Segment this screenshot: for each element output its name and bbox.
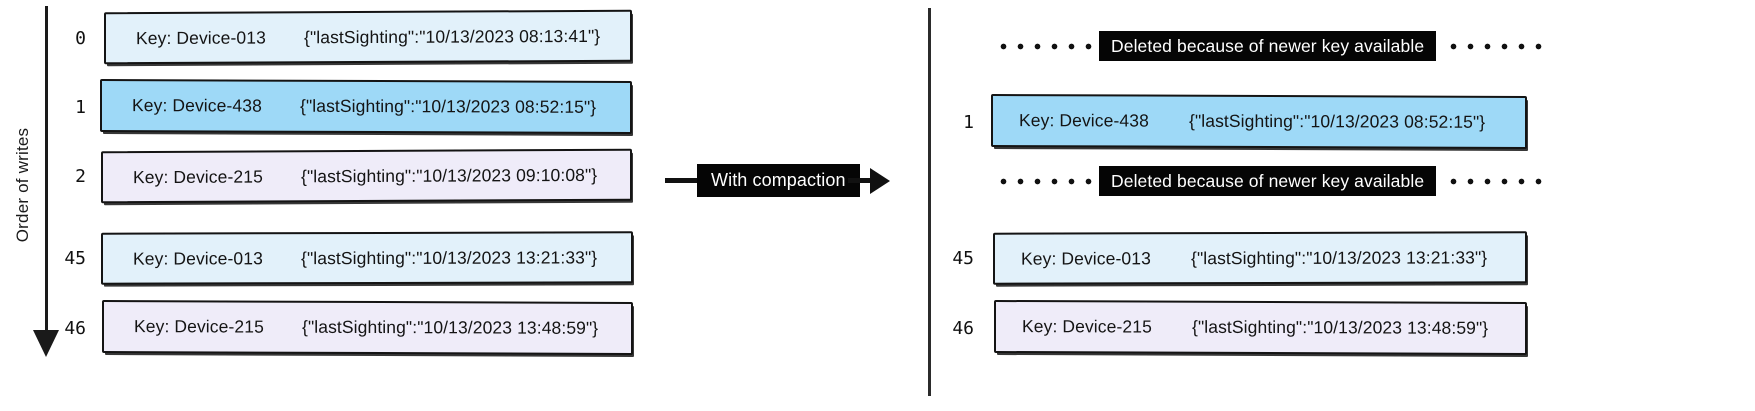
- record-box: Key: Device-013 {"lastSighting":"10/13/2…: [104, 9, 632, 65]
- deleted-leader-dots-right: [1445, 43, 1550, 50]
- record-box: Key: Device-438 {"lastSighting":"10/13/2…: [991, 93, 1527, 150]
- row-index-label: 0: [75, 28, 86, 49]
- record-value: {"lastSighting":"10/13/2023 13:21:33"}: [1191, 246, 1488, 268]
- deleted-leader-dots-left: [995, 178, 1105, 185]
- deleted-leader-dots-right: [1445, 178, 1550, 185]
- row-index-label: 45: [64, 248, 86, 269]
- with-compaction-label: With compaction: [697, 164, 860, 197]
- order-of-writes-label: Order of writes: [13, 127, 32, 243]
- record-value: {"lastSighting":"10/13/2023 13:48:59"}: [1192, 316, 1489, 338]
- row-index-label: 46: [952, 318, 974, 339]
- compaction-arrow-shaft-right: [848, 178, 884, 183]
- record-key: Key: Device-013: [133, 247, 263, 269]
- row-index-label: 1: [75, 97, 86, 118]
- deleted-note-label: Deleted because of newer key available: [1099, 31, 1437, 61]
- right-arrow-icon: [870, 168, 890, 194]
- record-key: Key: Device-215: [1022, 316, 1152, 337]
- record-key: Key: Device-013: [136, 26, 266, 48]
- down-arrow-icon: [33, 330, 59, 357]
- record-value: {"lastSighting":"10/13/2023 08:52:15"}: [1189, 110, 1486, 132]
- record-value: {"lastSighting":"10/13/2023 08:13:41"}: [304, 25, 601, 47]
- record-box: Key: Device-013 {"lastSighting":"10/13/2…: [101, 231, 633, 285]
- record-key: Key: Device-438: [1019, 110, 1149, 131]
- deleted-leader-dots-left: [995, 43, 1105, 50]
- record-key: Key: Device-438: [132, 95, 262, 116]
- record-key: Key: Device-215: [133, 166, 263, 187]
- record-box: Key: Device-215 {"lastSighting":"10/13/2…: [102, 299, 633, 356]
- deleted-note-label: Deleted because of newer key available: [1099, 166, 1437, 196]
- record-value: {"lastSighting":"10/13/2023 13:21:33"}: [301, 246, 598, 268]
- record-value: {"lastSighting":"10/13/2023 13:48:59"}: [302, 316, 599, 338]
- record-box: Key: Device-215 {"lastSighting":"10/13/2…: [994, 299, 1527, 356]
- record-value: {"lastSighting":"10/13/2023 08:52:15"}: [300, 95, 597, 117]
- row-index-label: 1: [963, 112, 974, 133]
- compaction-arrow-shaft-left: [665, 178, 705, 183]
- panel-divider: [928, 8, 931, 396]
- record-box: Key: Device-438 {"lastSighting":"10/13/2…: [100, 78, 632, 135]
- record-key: Key: Device-215: [134, 316, 264, 337]
- row-index-label: 46: [64, 318, 86, 339]
- record-key: Key: Device-013: [1021, 247, 1151, 269]
- record-box: Key: Device-013 {"lastSighting":"10/13/2…: [993, 231, 1527, 285]
- row-index-label: 2: [75, 166, 86, 187]
- row-index-label: 45: [952, 248, 974, 269]
- record-box: Key: Device-215 {"lastSighting":"10/13/2…: [101, 148, 632, 204]
- order-of-writes-axis-line: [45, 6, 48, 336]
- record-value: {"lastSighting":"10/13/2023 09:10:08"}: [301, 164, 598, 186]
